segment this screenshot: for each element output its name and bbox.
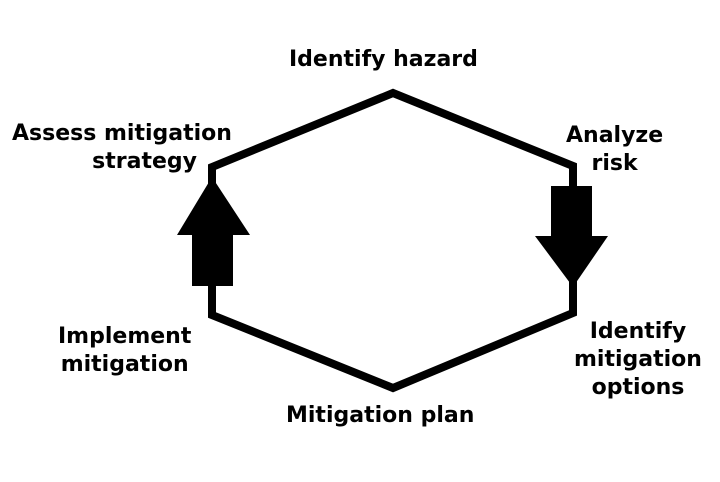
label-mitigation-plan: Mitigation plan (286, 403, 475, 428)
label-assess-strategy: Assess mitigation strategy (12, 120, 232, 176)
label-identify-hazard: Identify hazard (289, 47, 478, 72)
label-line: Implement (58, 324, 192, 349)
hexagon-cycle (208, 88, 577, 393)
label-line: Analyze (566, 123, 664, 148)
label-line: risk (591, 151, 638, 176)
label-line: mitigation (574, 347, 702, 372)
label-implement-mitigation: Implement mitigation (58, 323, 191, 379)
down-arrow-icon (535, 186, 608, 287)
label-line: Assess mitigation (12, 121, 232, 146)
label-analyze-risk: Analyze risk (566, 122, 663, 178)
label-line: strategy (92, 149, 197, 174)
label-line: options (591, 375, 685, 400)
label-line: Identify (589, 319, 687, 344)
label-identify-options: Identify mitigation options (574, 318, 702, 402)
up-arrow-icon (177, 177, 250, 286)
label-line: mitigation (60, 352, 189, 377)
